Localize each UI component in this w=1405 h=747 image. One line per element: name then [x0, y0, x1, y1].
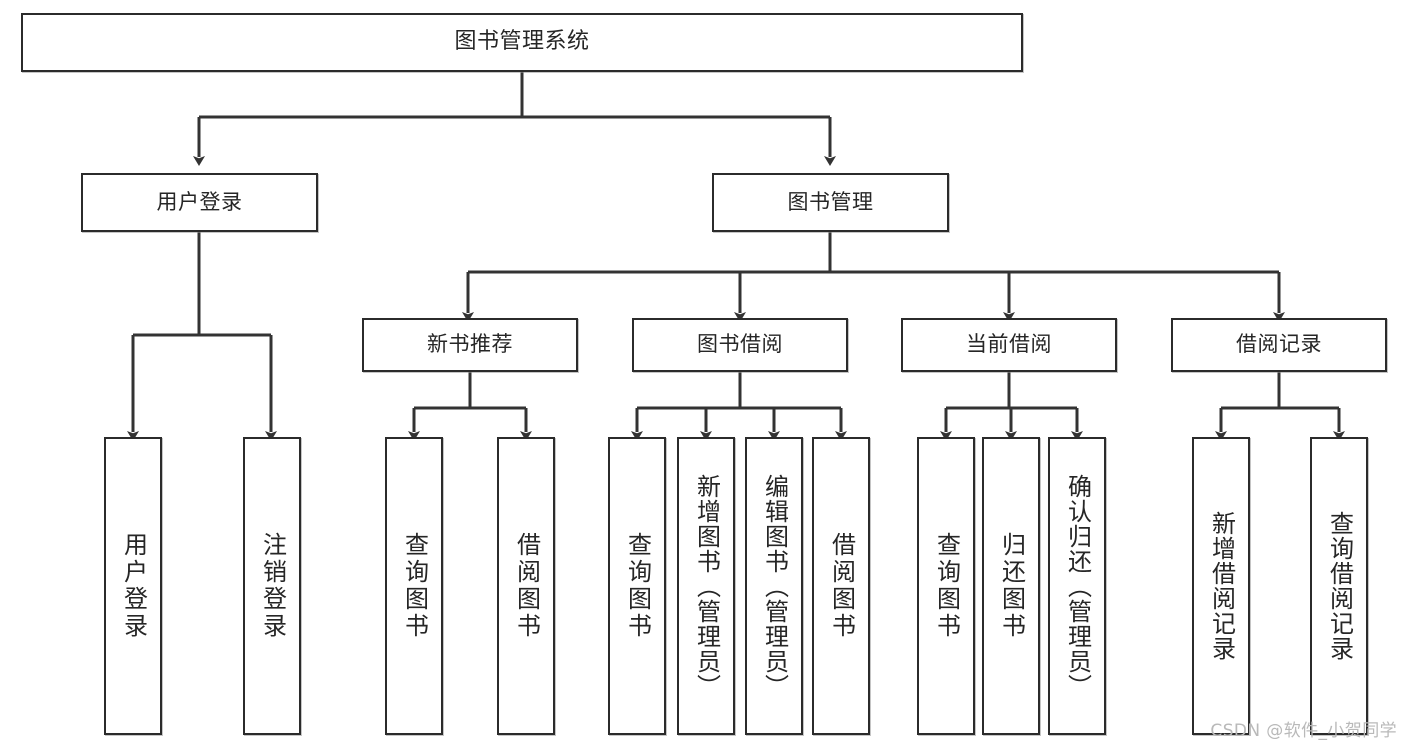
node-label: 图书借阅	[697, 332, 783, 357]
node-leaf-borrow-record-query[interactable]: 查询借阅记录	[1310, 437, 1368, 735]
node-label: 图书管理	[787, 189, 874, 214]
node-label: 注销登录	[258, 532, 287, 640]
node-leaf-book-borrow-edit[interactable]: 编辑图书（管理员）	[745, 437, 803, 735]
node-label: 当前借阅	[966, 332, 1052, 357]
node-leaf-current-borrow-query[interactable]: 查询图书	[917, 437, 975, 735]
node-label: 查询借阅记录	[1325, 511, 1354, 661]
node-label: 用户登录	[156, 189, 243, 214]
node-leaf-book-borrow-query[interactable]: 查询图书	[608, 437, 666, 735]
node-leaf-user-login-logout[interactable]: 注销登录	[243, 437, 301, 735]
node-label: 新增借阅记录	[1207, 511, 1236, 661]
node-leaf-book-borrow-add[interactable]: 新增图书（管理员）	[677, 437, 735, 735]
node-new-book-recommend[interactable]: 新书推荐	[362, 318, 578, 372]
node-root-system[interactable]: 图书管理系统	[21, 13, 1023, 72]
node-label: 确认归还（管理员）	[1063, 473, 1092, 699]
node-leaf-new-book-query[interactable]: 查询图书	[385, 437, 443, 735]
node-borrow-record[interactable]: 借阅记录	[1171, 318, 1387, 372]
node-leaf-borrow-record-add[interactable]: 新增借阅记录	[1192, 437, 1250, 735]
node-label: 查询图书	[932, 532, 961, 640]
node-label: 图书管理系统	[454, 29, 590, 55]
watermark-text: CSDN @软件_小贺同学	[1210, 721, 1397, 741]
node-book-manage[interactable]: 图书管理	[712, 173, 949, 232]
node-user-login[interactable]: 用户登录	[81, 173, 318, 232]
node-label: 借阅图书	[512, 532, 541, 640]
node-label: 查询图书	[400, 532, 429, 640]
node-leaf-current-borrow-return[interactable]: 归还图书	[982, 437, 1040, 735]
node-leaf-book-borrow-borrow[interactable]: 借阅图书	[812, 437, 870, 735]
node-label: 新书推荐	[427, 332, 513, 357]
node-leaf-user-login-login[interactable]: 用户登录	[104, 437, 162, 735]
node-label: 归还图书	[997, 532, 1026, 640]
node-book-borrow[interactable]: 图书借阅	[632, 318, 848, 372]
node-label: 用户登录	[119, 532, 148, 640]
node-label: 查询图书	[623, 532, 652, 640]
node-leaf-new-book-borrow[interactable]: 借阅图书	[497, 437, 555, 735]
node-current-borrow[interactable]: 当前借阅	[901, 318, 1117, 372]
node-label: 借阅记录	[1236, 332, 1322, 357]
node-label: 借阅图书	[827, 532, 856, 640]
node-label: 新增图书（管理员）	[692, 473, 721, 699]
node-label: 编辑图书（管理员）	[760, 473, 789, 699]
node-leaf-current-borrow-confirm[interactable]: 确认归还（管理员）	[1048, 437, 1106, 735]
